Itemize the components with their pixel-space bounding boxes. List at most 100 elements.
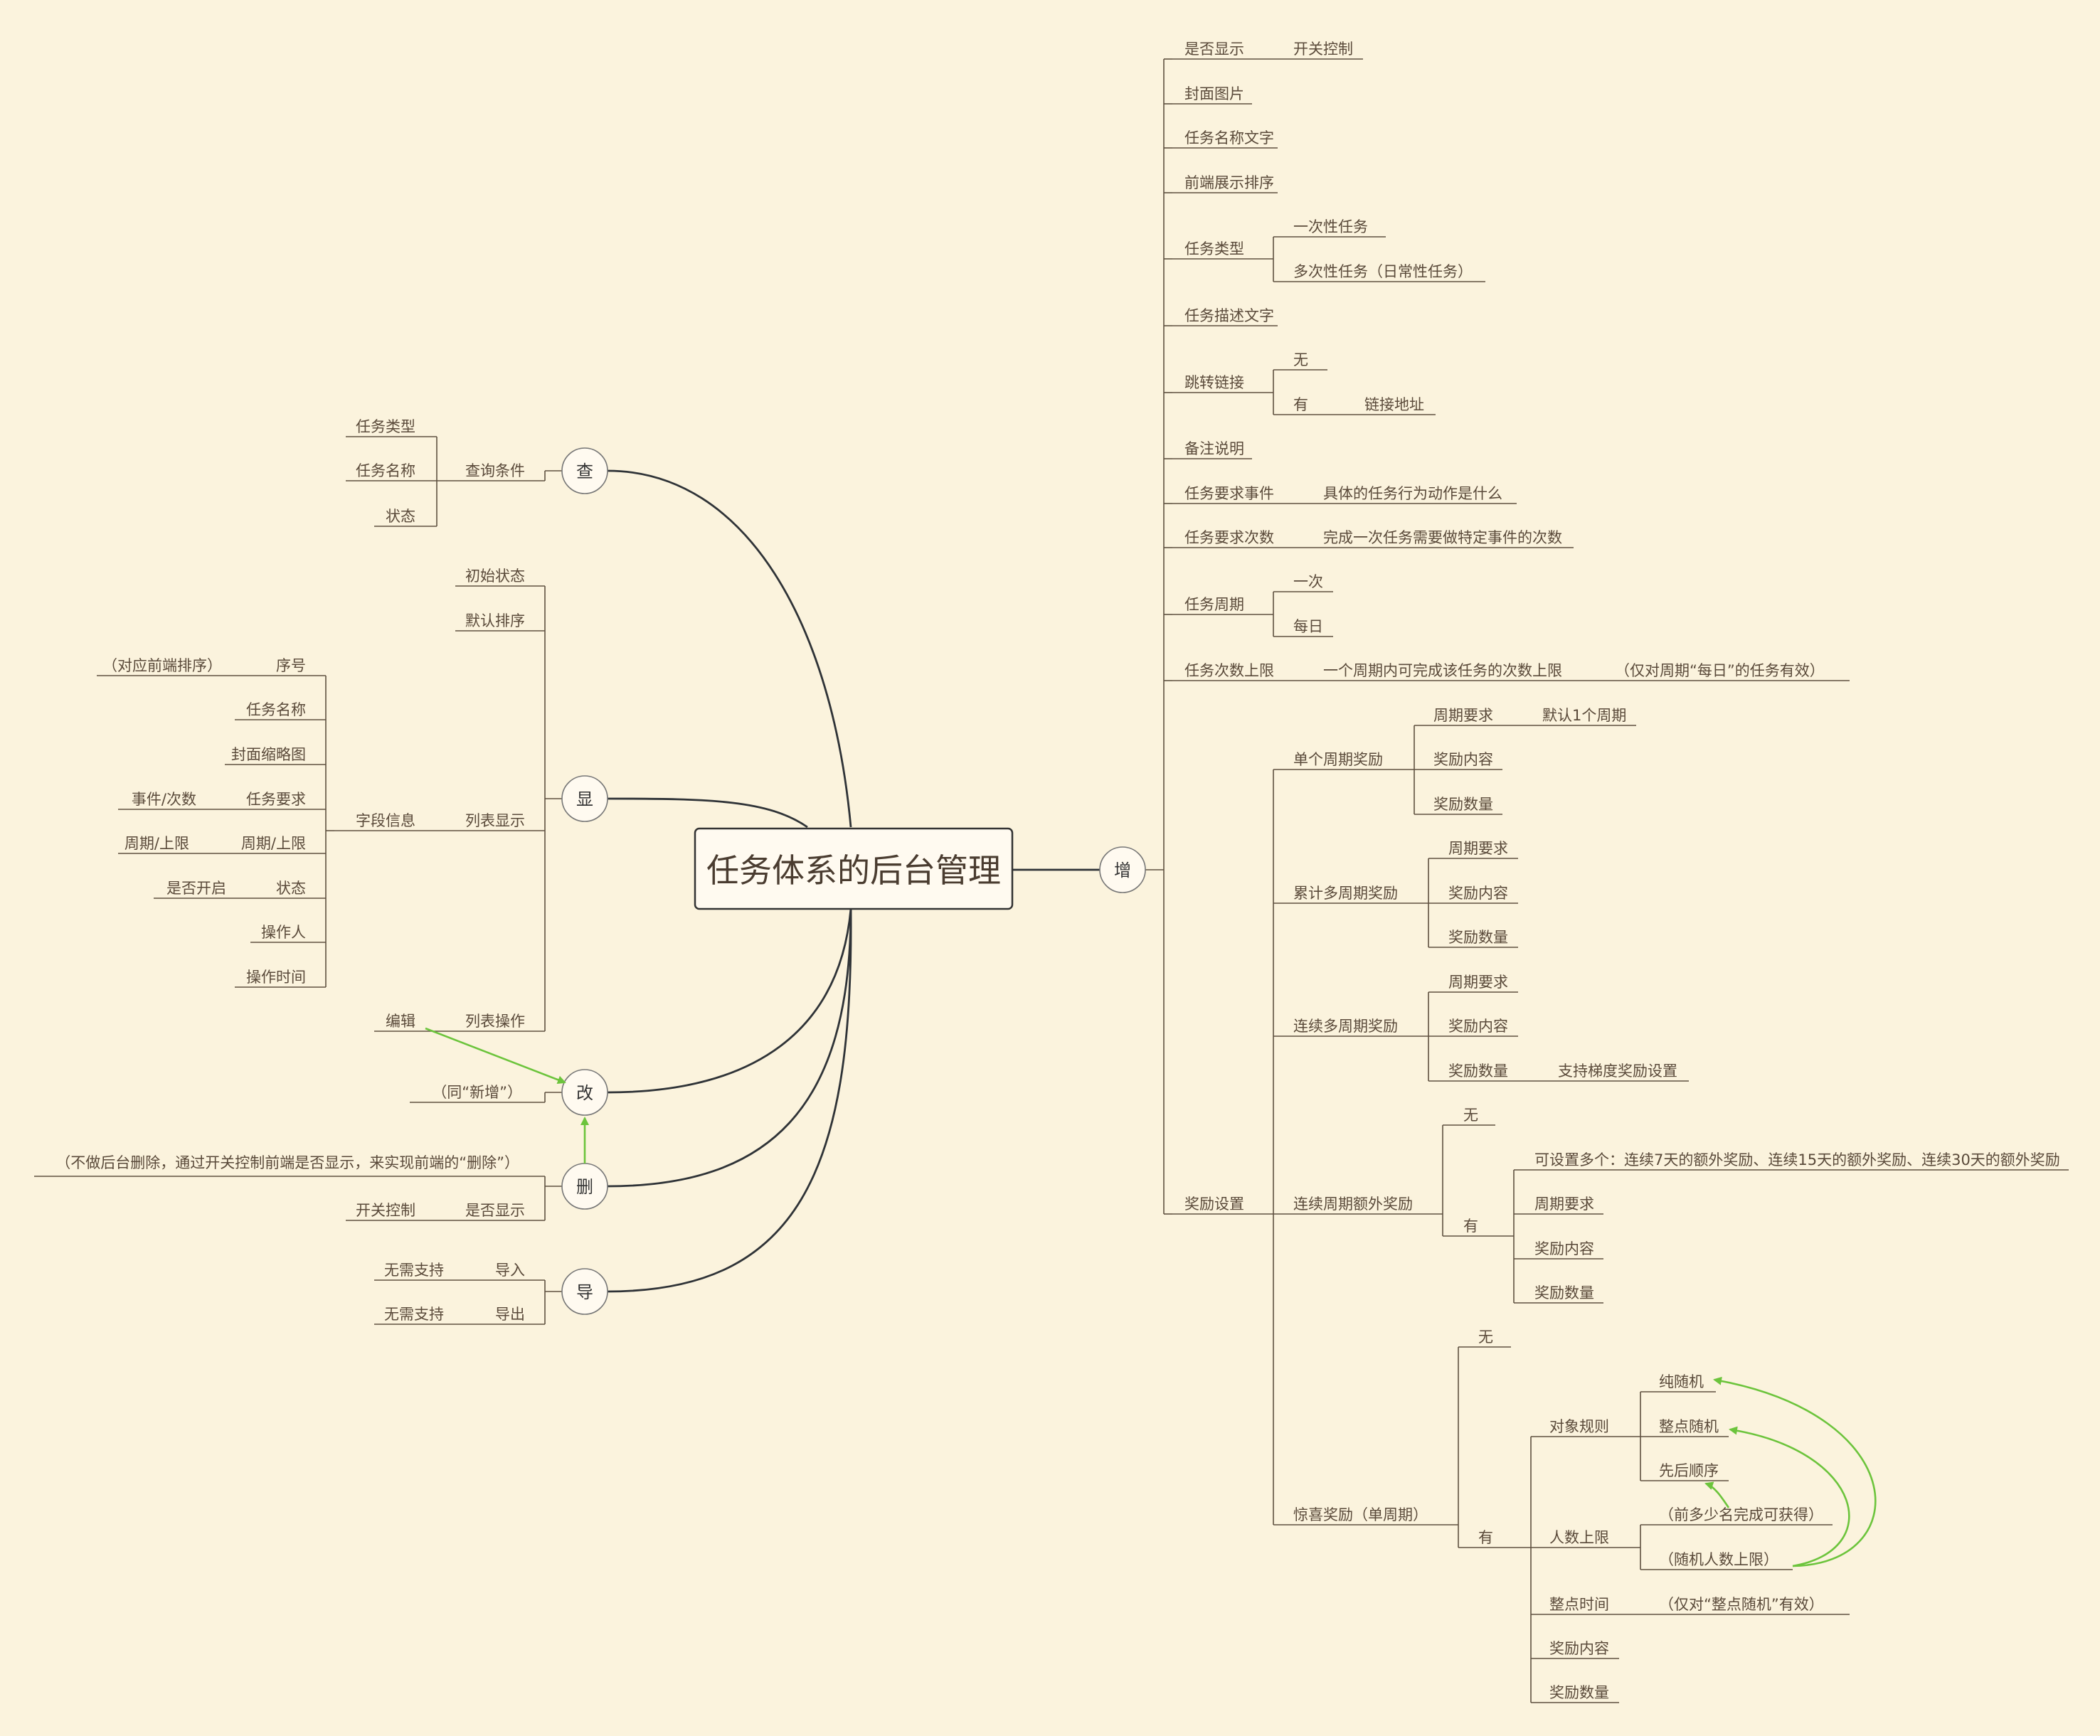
node-rw-cumul[interactable]: 累计多周期奖励: [1293, 885, 1398, 902]
node-rw-sp-t-seq[interactable]: 先后顺序: [1659, 1462, 1719, 1479]
node-r-event-d[interactable]: 具体的任务行为动作是什么: [1323, 485, 1502, 502]
node-x-import[interactable]: 导入: [495, 1262, 525, 1279]
node-rw-sp-has[interactable]: 有: [1478, 1529, 1493, 1546]
node-q-type[interactable]: 任务类型: [356, 418, 415, 435]
hub-edit[interactable]: 改: [561, 1069, 608, 1116]
node-d-ops[interactable]: 列表操作: [465, 1013, 525, 1030]
node-rw-sp-t-random[interactable]: 纯随机: [1659, 1373, 1704, 1390]
node-rw-e-content[interactable]: 奖励内容: [1534, 1240, 1594, 1257]
node-q-cond[interactable]: 查询条件: [465, 462, 525, 479]
node-del-note[interactable]: （不做后台删除，通过开关控制前端是否显示，来实现前端的“删除”）: [55, 1154, 519, 1171]
node-r-cover[interactable]: 封面图片: [1184, 85, 1244, 102]
node-f-operator[interactable]: 操作人: [261, 924, 306, 941]
node-rw-sp-people[interactable]: 人数上限: [1549, 1529, 1609, 1546]
node-f-status[interactable]: 状态: [276, 880, 306, 897]
node-r-name[interactable]: 任务名称文字: [1184, 129, 1274, 147]
hub-query[interactable]: 查: [561, 447, 608, 494]
node-x-export-d[interactable]: 无需支持: [384, 1306, 444, 1323]
node-r-limit-note[interactable]: （仅对周期“每日”的任务有效）: [1615, 662, 1825, 679]
node-del-ctrl[interactable]: 开关控制: [356, 1202, 415, 1219]
node-rw-c-qty[interactable]: 奖励数量: [1448, 929, 1508, 946]
node-rw-c-content[interactable]: 奖励内容: [1448, 885, 1508, 902]
node-d-ops-edit[interactable]: 编辑: [386, 1013, 415, 1030]
node-r-jump-addr[interactable]: 链接地址: [1364, 396, 1424, 413]
node-rw-e-multi[interactable]: 可设置多个：连续7天的额外奖励、连续15天的额外奖励、连续30天的额外奖励: [1534, 1151, 2060, 1168]
node-q-name[interactable]: 任务名称: [356, 462, 415, 479]
node-r-count-d[interactable]: 完成一次任务需要做特定事件的次数: [1323, 529, 1562, 546]
node-rw-sp-time[interactable]: 整点时间: [1549, 1596, 1609, 1613]
node-f-optime[interactable]: 操作时间: [246, 969, 306, 986]
node-r-type-multi[interactable]: 多次性任务（日常性任务）: [1293, 263, 1473, 280]
node-rw-sp-none[interactable]: 无: [1478, 1328, 1493, 1346]
node-f-seq[interactable]: 序号: [276, 657, 306, 674]
node-f-status-d[interactable]: 是否开启: [166, 880, 226, 897]
node-rw-e-none[interactable]: 无: [1463, 1107, 1478, 1124]
arrow-rand-to-hourly: [1729, 1426, 1850, 1567]
hub-delete[interactable]: 删: [561, 1163, 608, 1210]
node-r-show-ctrl[interactable]: 开关控制: [1293, 41, 1353, 58]
node-d-list[interactable]: 列表显示: [465, 812, 525, 829]
node-rw-sp-t-hourly[interactable]: 整点随机: [1659, 1418, 1719, 1435]
node-rw-sp-qty[interactable]: 奖励数量: [1549, 1684, 1609, 1701]
node-d-fields[interactable]: 字段信息: [356, 812, 415, 829]
node-rw-cc-qty[interactable]: 奖励数量: [1448, 1063, 1508, 1080]
node-rw-sp-time-d[interactable]: （仅对“整点随机”有效）: [1659, 1596, 1824, 1613]
node-r-show[interactable]: 是否显示: [1184, 41, 1244, 58]
node-f-seq-d[interactable]: （对应前端排序）: [102, 657, 222, 674]
node-rw-single[interactable]: 单个周期奖励: [1293, 751, 1383, 768]
node-r-order[interactable]: 前端展示排序: [1184, 174, 1274, 191]
node-r-period[interactable]: 任务周期: [1184, 596, 1244, 613]
node-r-type[interactable]: 任务类型: [1184, 240, 1244, 257]
node-d-sort[interactable]: 默认排序: [465, 612, 525, 629]
node-rw-sp-p-rand[interactable]: （随机人数上限）: [1659, 1551, 1778, 1568]
node-rw-cc-content[interactable]: 奖励内容: [1448, 1018, 1508, 1035]
node-rw-e-qty[interactable]: 奖励数量: [1534, 1284, 1594, 1301]
hub-export[interactable]: 导: [561, 1268, 608, 1315]
node-r-event[interactable]: 任务要求事件: [1184, 485, 1274, 502]
node-r-period-once[interactable]: 一次: [1293, 573, 1323, 590]
node-r-jump-none[interactable]: 无: [1293, 351, 1308, 368]
root-node[interactable]: 任务体系的后台管理: [694, 827, 1014, 910]
hub-export-label: 导: [576, 1282, 593, 1302]
node-rw-s-req-d[interactable]: 默认1个周期: [1542, 707, 1626, 724]
node-rw-consec[interactable]: 连续多周期奖励: [1293, 1018, 1398, 1035]
node-rw-sp-p-first[interactable]: （前多少名完成可获得）: [1659, 1506, 1823, 1523]
node-d-init[interactable]: 初始状态: [465, 568, 525, 585]
node-f-period-d[interactable]: 周期/上限: [124, 835, 189, 852]
node-rw-s-req[interactable]: 周期要求: [1433, 707, 1493, 724]
node-r-limit[interactable]: 任务次数上限: [1184, 662, 1274, 679]
node-rw-sp-content[interactable]: 奖励内容: [1549, 1640, 1609, 1657]
node-r-limit-d[interactable]: 一个周期内可完成该任务的次数上限: [1323, 662, 1562, 679]
node-r-period-daily[interactable]: 每日: [1293, 618, 1323, 635]
node-x-import-d[interactable]: 无需支持: [384, 1262, 444, 1279]
node-rw-e-req[interactable]: 周期要求: [1534, 1196, 1594, 1213]
node-f-req[interactable]: 任务要求: [246, 791, 306, 808]
node-rw-sp-target[interactable]: 对象规则: [1549, 1418, 1609, 1435]
node-r-type-once[interactable]: 一次性任务: [1293, 218, 1368, 235]
node-rw-s-content[interactable]: 奖励内容: [1433, 751, 1493, 768]
node-r-jump-has[interactable]: 有: [1293, 396, 1308, 413]
node-rw-cc-req[interactable]: 周期要求: [1448, 974, 1508, 991]
node-rw-surprise[interactable]: 惊喜奖励（单周期）: [1293, 1506, 1428, 1523]
node-r-count[interactable]: 任务要求次数: [1184, 529, 1274, 546]
node-x-export[interactable]: 导出: [495, 1306, 525, 1323]
node-f-name[interactable]: 任务名称: [246, 701, 306, 718]
node-del-show[interactable]: 是否显示: [465, 1202, 525, 1219]
node-r-note[interactable]: 备注说明: [1184, 440, 1244, 457]
node-rw-extra[interactable]: 连续周期额外奖励: [1293, 1196, 1413, 1213]
branch-query: 查询条件 任务类型 任务名称 状态: [346, 418, 562, 527]
node-q-status[interactable]: 状态: [386, 508, 415, 525]
node-rw-c-req[interactable]: 周期要求: [1448, 840, 1508, 857]
node-rw-cc-qty-d[interactable]: 支持梯度奖励设置: [1558, 1063, 1677, 1080]
node-r-jump[interactable]: 跳转链接: [1184, 374, 1244, 391]
node-r-reward[interactable]: 奖励设置: [1184, 1196, 1244, 1213]
node-f-req-d[interactable]: 事件/次数: [132, 791, 196, 808]
node-e-same[interactable]: （同“新增”）: [432, 1084, 522, 1101]
hub-display[interactable]: 显: [561, 775, 608, 822]
node-rw-e-has[interactable]: 有: [1463, 1218, 1478, 1235]
node-f-period[interactable]: 周期/上限: [241, 835, 306, 852]
node-f-thumb[interactable]: 封面缩略图: [231, 746, 306, 763]
node-r-desc[interactable]: 任务描述文字: [1184, 307, 1274, 324]
node-rw-s-qty[interactable]: 奖励数量: [1433, 796, 1493, 813]
hub-add[interactable]: 增: [1099, 846, 1146, 893]
